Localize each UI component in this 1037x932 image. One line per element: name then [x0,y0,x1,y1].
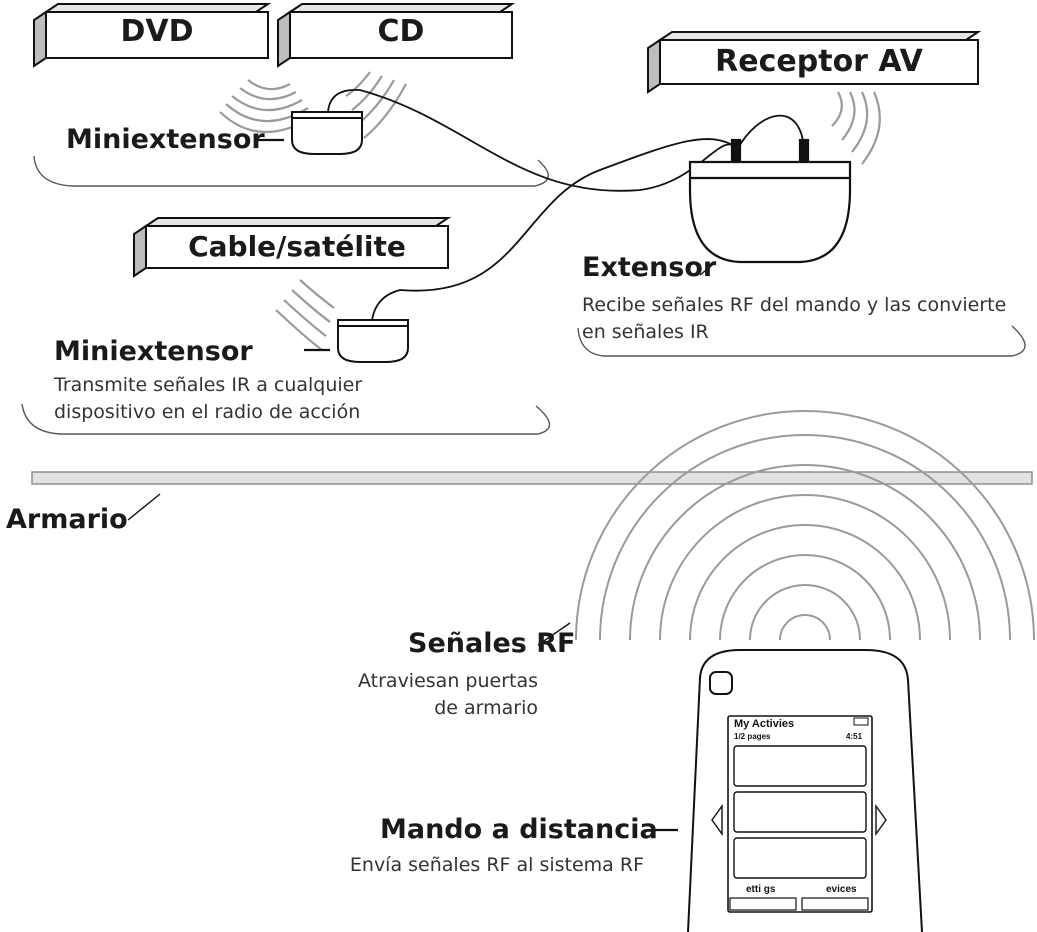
rf-arcs [575,410,1035,641]
extensor-device [688,138,852,264]
rf-signals-label: Señales RF [408,628,576,659]
ir-waves-cable [275,279,335,351]
dvd-label: DVD [120,14,194,49]
dvd-box [33,3,272,68]
mini-extensor-top [258,111,363,155]
remote-control [687,649,923,932]
cd-box [277,3,516,68]
cabinet-door-bar [31,471,1033,485]
armario-label: Armario [6,504,128,535]
mini-extensor-bottom [304,319,409,363]
cable-box [133,217,452,278]
remote-right-button-label: evices [826,884,857,895]
extensor-desc: Recibe señales RF del mando y las convie… [582,294,1007,343]
remote-label: Mando a distancia [380,814,658,845]
cd-label: CD [377,14,425,49]
mini-extensor-top-label: Miniextensor [66,124,265,155]
receiver-box [647,31,982,94]
receiver-label: Receptor AV [715,44,923,79]
remote-left-button-label: etti gs [746,884,776,895]
cable-label: Cable/satélite [188,230,406,263]
mini-extensor-bottom-desc: Transmite señales IR a cualquier disposi… [54,374,363,423]
shelf-lines [21,155,1026,435]
mini-extensor-bottom-label: Miniextensor [54,336,253,367]
remote-screen-time: 4:51 [846,732,863,741]
remote-screen-title: My Activies [734,718,795,730]
pointer-lines [127,261,717,832]
remote-desc: Envía señales RF al sistema RF [349,854,644,876]
rf-signals-desc: Atraviesan puertas de armario [358,670,538,719]
remote-screen-pages: 1/2 pages [734,732,771,741]
extensor-label: Extensor [582,252,717,283]
ir-waves-receiver [831,91,881,165]
